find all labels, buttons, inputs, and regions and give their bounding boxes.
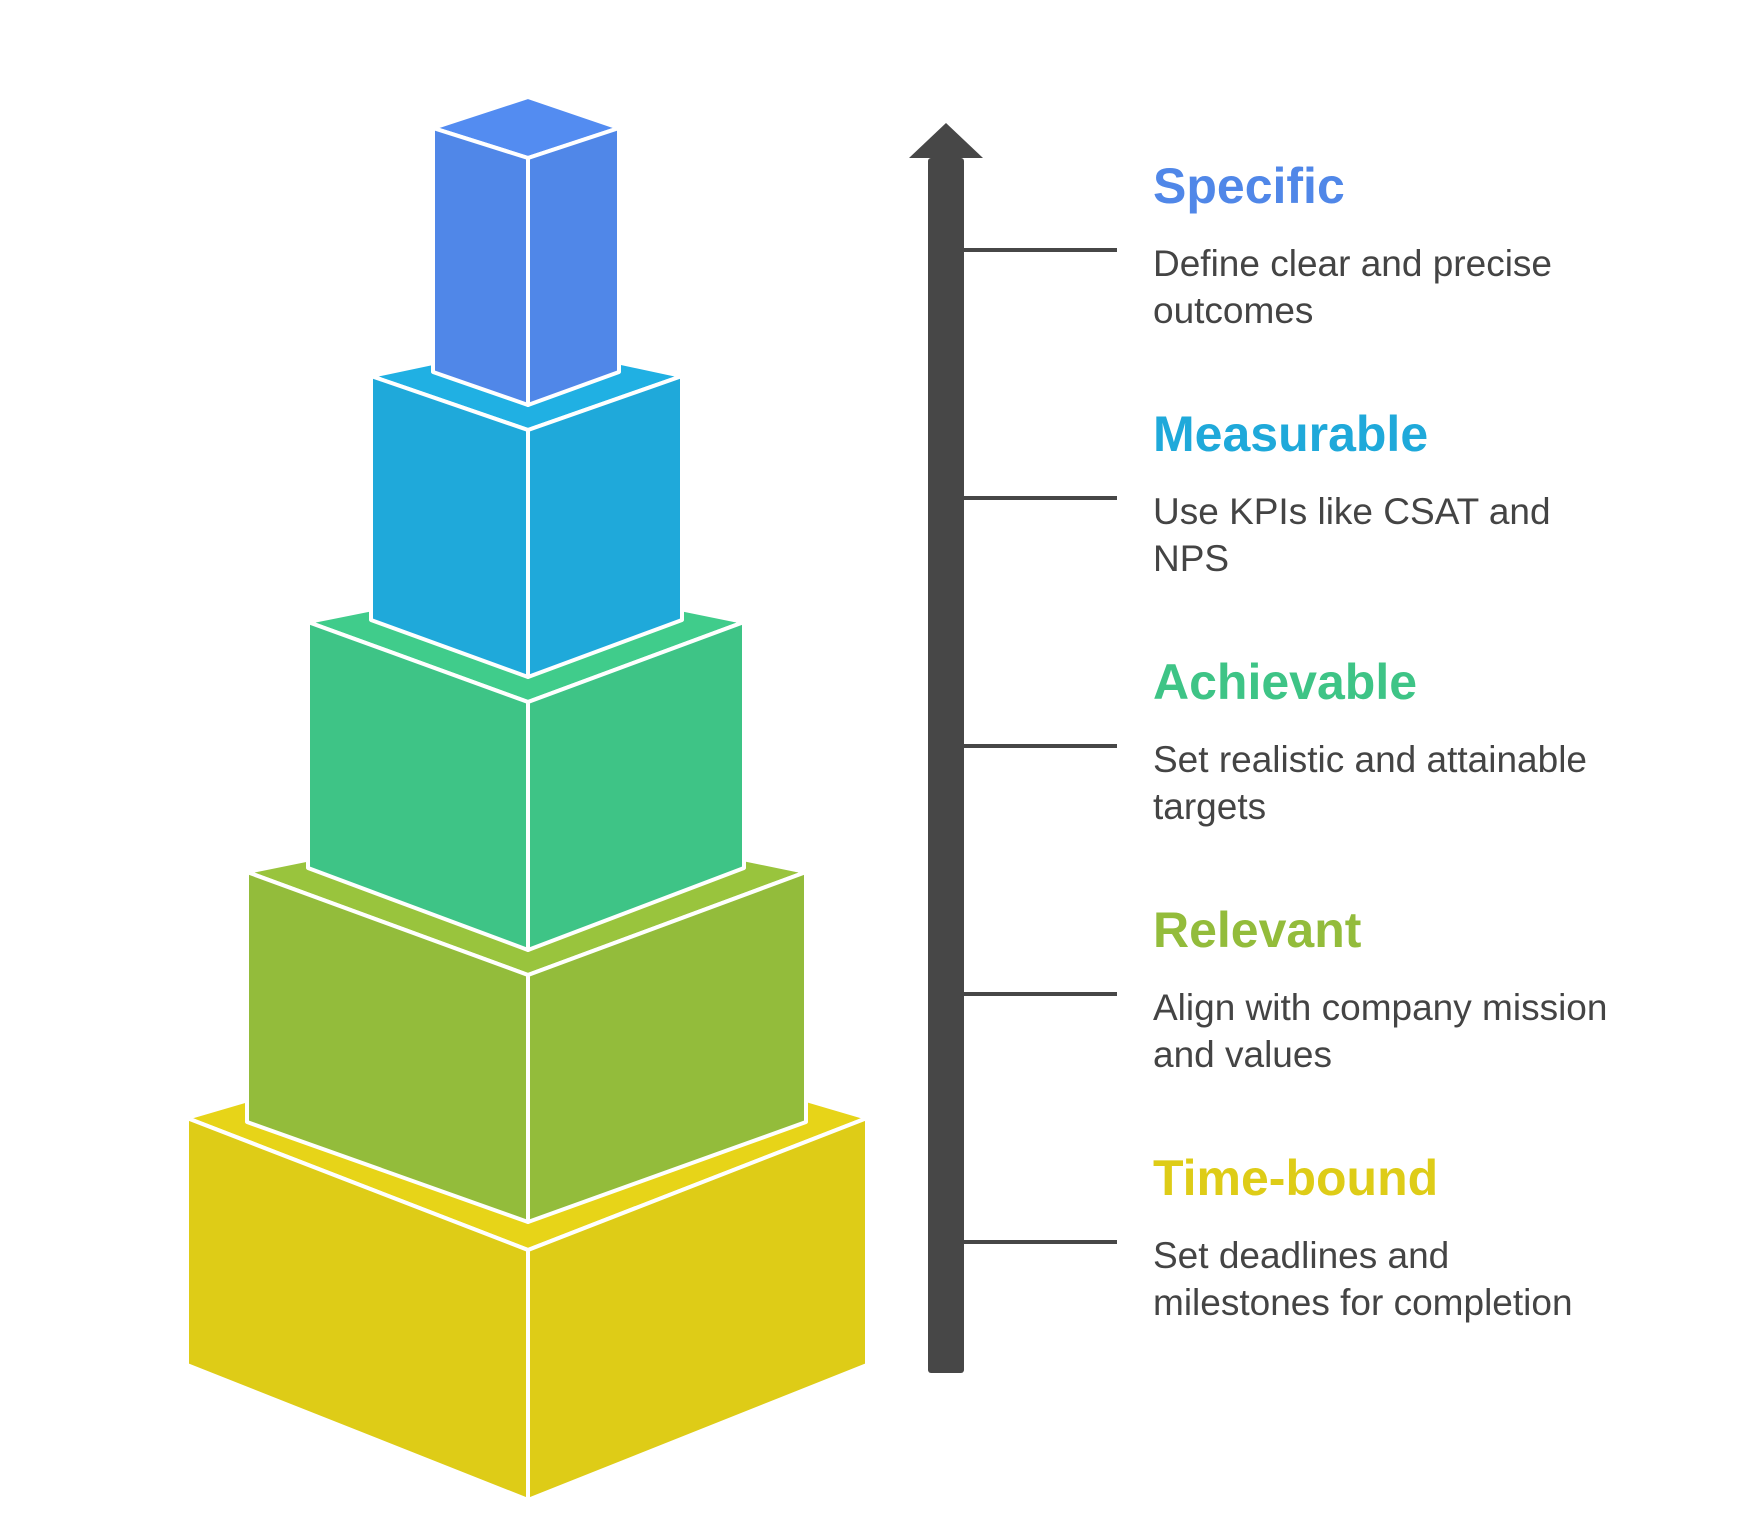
- tier-achievable-title: Achievable: [1153, 654, 1418, 710]
- tier-time-bound-label: Time-bound Set deadlines and milestones …: [1153, 1150, 1713, 1326]
- tier-specific-label: Specific Define clear and precise outcom…: [1153, 158, 1713, 334]
- arrow-shaft: [928, 158, 964, 1373]
- tier-measurable-title: Measurable: [1153, 406, 1429, 462]
- block-relevant-right: [526, 870, 808, 1224]
- block-specific-left: [431, 126, 530, 407]
- block-time-bound-right: [526, 1116, 869, 1502]
- tier-specific-title: Specific: [1153, 158, 1345, 214]
- block-specific: [431, 95, 621, 407]
- tier-time-bound-description: Set deadlines and milestones for complet…: [1153, 1235, 1573, 1323]
- arrow-head-icon: [909, 123, 983, 158]
- block-measurable-right: [526, 374, 684, 679]
- tick-time-bound: [964, 1240, 1117, 1244]
- upward-arrow: [909, 123, 983, 1373]
- block-specific-right: [526, 126, 621, 407]
- tier-achievable-description: Set realistic and attainable targets: [1153, 739, 1587, 827]
- tier-achievable-label: Achievable Set realistic and attainable …: [1153, 654, 1713, 830]
- tick-specific: [964, 248, 1117, 252]
- tier-relevant-description: Align with company mission and values: [1153, 987, 1608, 1075]
- block-achievable-right: [526, 620, 746, 952]
- tick-achievable: [964, 744, 1117, 748]
- tier-measurable-description: Use KPIs like CSAT and NPS: [1153, 491, 1551, 579]
- tier-measurable-label: Measurable Use KPIs like CSAT and NPS: [1153, 406, 1713, 582]
- tier-time-bound-title: Time-bound: [1153, 1150, 1439, 1206]
- tier-specific-description: Define clear and precise outcomes: [1153, 243, 1552, 331]
- tier-relevant-title: Relevant: [1153, 902, 1362, 958]
- arrow-ticks: [964, 248, 1117, 1244]
- tick-relevant: [964, 992, 1117, 996]
- tick-measurable: [964, 496, 1117, 500]
- tier-relevant-label: Relevant Align with company mission and …: [1153, 902, 1713, 1078]
